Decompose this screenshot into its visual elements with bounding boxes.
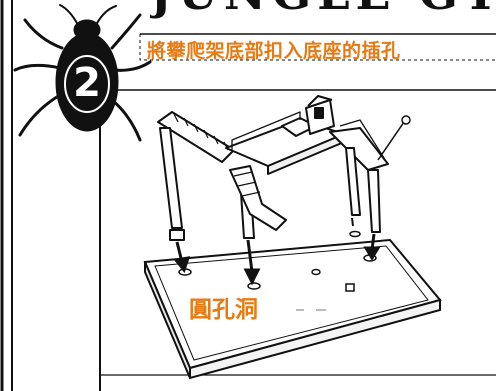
jungle-gym xyxy=(157,95,389,241)
down-arrow-icon xyxy=(173,217,381,286)
brand-title: JUNGLE GYM xyxy=(150,0,496,30)
pointer-line xyxy=(377,115,411,161)
beetle-icon xyxy=(13,4,152,142)
instruction-caption: 將攀爬架底部扣入底座的插孔 xyxy=(147,40,401,62)
base-platform xyxy=(143,238,442,380)
step-number: 2 xyxy=(73,60,101,106)
round-hole-label: 圓孔洞 xyxy=(189,297,258,323)
brand-title-text: JUNGLE GYM xyxy=(150,0,496,20)
